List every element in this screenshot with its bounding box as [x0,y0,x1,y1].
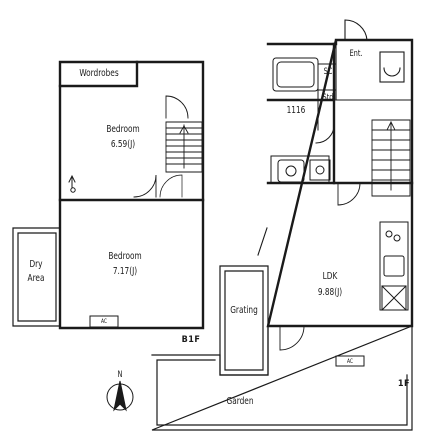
wardrobes-label: Wordrobes [79,68,119,79]
f1-ac-label: AC [346,358,354,365]
1f-garden [151,325,413,431]
bedroom-lower-name: Bedroom [108,251,142,262]
shoe-closet-label: SC [323,67,333,77]
compass [106,380,134,412]
1f-bath [272,57,337,144]
1f-entrance [335,19,413,101]
b1f-fixtures [68,175,119,328]
b1f-floor-label: B1F [181,335,201,345]
f1-floor-label: 1F [397,379,411,389]
dry-area-label-line2: Area [27,273,45,284]
ldk-name: LDK [322,271,338,282]
entrance-label: Ent. [349,49,363,59]
grating-label: Grating [230,305,258,316]
b1f-dry-area [12,227,61,327]
b1f-ac-label: AC [100,318,108,325]
compass-north-label: N [117,370,123,380]
bath-label: 1116 [286,105,306,116]
b1f-doors [59,95,189,291]
dry-area-label-line1: Dry [29,259,43,270]
1f-kitchen [335,221,409,367]
bedroom-upper-name: Bedroom [106,124,140,135]
1f-stair [371,119,411,197]
ldk-size: 9.88(J) [317,287,343,298]
1f-ldk-doors [257,182,361,351]
1f-grating [219,265,269,376]
bedroom-upper-size: 6.59(J) [110,139,136,150]
garden-label: Garden [226,396,254,407]
bedroom-lower-size: 7.17(J) [112,266,138,277]
b1f-stair [165,121,203,173]
storage-label: Std [322,93,334,103]
1f-sink [270,155,331,184]
